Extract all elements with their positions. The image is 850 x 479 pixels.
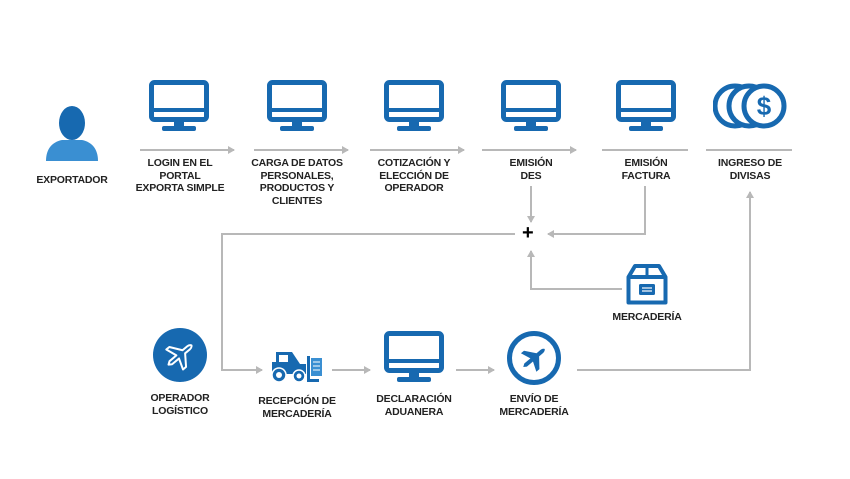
monitor-icon — [501, 80, 561, 139]
arrow-envio-to-divisas — [577, 191, 754, 371]
label-login: LOGIN EN EL PORTAL EXPORTA SIMPLE — [135, 157, 225, 194]
arrow-mercaderia-to-merge — [527, 250, 622, 290]
arrow-merge-to-recepcion — [221, 233, 515, 374]
label-declaracion: DECLARACIÓN ADUANERA — [376, 393, 452, 418]
label-recepcion: RECEPCIÓN DE MERCADERÍA — [258, 395, 336, 420]
monitor-icon — [384, 80, 444, 139]
plane-outline-icon — [507, 331, 561, 390]
monitor-icon — [267, 80, 327, 139]
monitor-icon — [384, 331, 444, 390]
arrow-factura-to-merge — [547, 186, 646, 238]
person-icon — [44, 103, 100, 166]
merge-plus: + — [522, 222, 534, 244]
label-mercaderia: MERCADERÍA — [612, 311, 682, 323]
label-exportador: EXPORTADOR — [36, 174, 108, 186]
label-carga: CARGA DE DATOS PERSONALES, PRODUCTOS Y C… — [251, 157, 343, 207]
label-emision-factura: EMISIÓN FACTURA — [621, 157, 671, 182]
plane-circle-icon — [153, 328, 207, 387]
box-icon — [626, 263, 668, 310]
label-envio: ENVÍO DE MERCADERÍA — [499, 393, 569, 418]
forklift-icon — [270, 348, 324, 389]
svg-text:$: $ — [757, 91, 772, 121]
coins-icon: $ — [712, 82, 787, 135]
label-operador: OPERADOR LOGÍSTICO — [150, 392, 210, 417]
label-emision-des: EMISIÓN DES — [509, 157, 553, 182]
label-ingreso-divisas: INGRESO DE DIVISAS — [718, 157, 782, 182]
monitor-icon — [149, 80, 209, 139]
monitor-icon — [616, 80, 676, 139]
label-cotizacion: COTIZACIÓN Y ELECCIÓN DE OPERADOR — [377, 157, 451, 194]
